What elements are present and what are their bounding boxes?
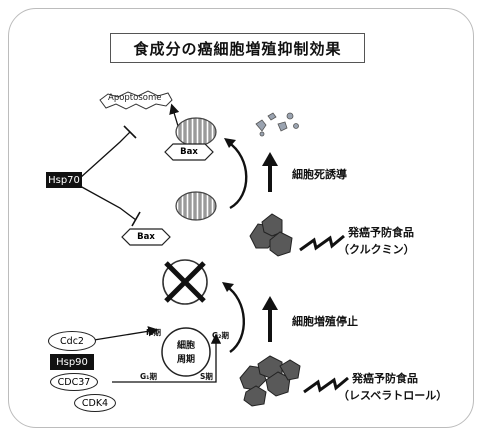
cdc2-oval: Cdc2 xyxy=(48,331,96,351)
signal-lightning-upper xyxy=(299,234,345,252)
phase-g1-label: G₁期 xyxy=(140,372,157,381)
cdk4-arrow xyxy=(112,333,222,383)
cancer-cells-cluster-lower xyxy=(239,355,301,407)
hsp70-inhibit-lower-line xyxy=(79,185,137,221)
apoptosome-burst xyxy=(99,90,173,110)
phase-g2-label: G₂期 xyxy=(212,331,229,340)
inhibit-bar-lower xyxy=(131,211,141,227)
food1-compound: （クルクミン） xyxy=(338,243,415,256)
mitochondrion-upper xyxy=(175,117,217,147)
food1-name: 発癌予防食品 xyxy=(348,226,414,239)
phase-m-label: M期 xyxy=(146,328,161,337)
cdc37-oval: CDC37 xyxy=(50,373,98,391)
curve-arrow-apoptosis xyxy=(227,141,248,210)
diagram-frame xyxy=(8,8,474,428)
food2-name: 発癌予防食品 xyxy=(352,372,418,385)
bax-lower-label: Bax xyxy=(137,232,155,242)
cycle-center-line1: 細胞 xyxy=(177,341,196,351)
diagram-title: 食成分の癌細胞増殖抑制効果 xyxy=(110,33,365,63)
blocked-cell-cycle-icon xyxy=(162,259,208,305)
signal-lightning-lower xyxy=(303,376,349,394)
cell-cycle-wheel xyxy=(161,327,211,377)
cdk4-oval: CDK4 xyxy=(74,394,116,412)
release-arrow xyxy=(169,103,180,127)
bax-lower-shape xyxy=(121,228,171,246)
food2-compound: （レスベラトロール） xyxy=(338,389,448,402)
bax-upper-label: Bax xyxy=(180,147,198,157)
cycle-center-line2: 周期 xyxy=(177,355,196,365)
cancer-cells-cluster-upper xyxy=(249,213,293,257)
apoptotic-fragments-icon xyxy=(255,112,299,137)
inhibit-bar-upper xyxy=(123,125,137,139)
proliferation-stop-label: 細胞増殖停止 xyxy=(292,315,358,328)
hsp70-label: Hsp70 xyxy=(46,172,82,188)
mitochondrion-lower xyxy=(175,191,217,221)
bax-upper-shape xyxy=(164,143,214,161)
hsp70-inhibit-upper-line xyxy=(79,131,131,179)
curve-arrow-arrest xyxy=(225,284,245,353)
hsp90-label: Hsp90 xyxy=(50,354,94,370)
phase-s-label: S期 xyxy=(200,372,213,381)
cdc2-arrow xyxy=(93,326,159,341)
apoptosome-label: Apoptosome xyxy=(108,93,162,103)
apoptosis-induction-label: 細胞死誘導 xyxy=(292,168,347,181)
